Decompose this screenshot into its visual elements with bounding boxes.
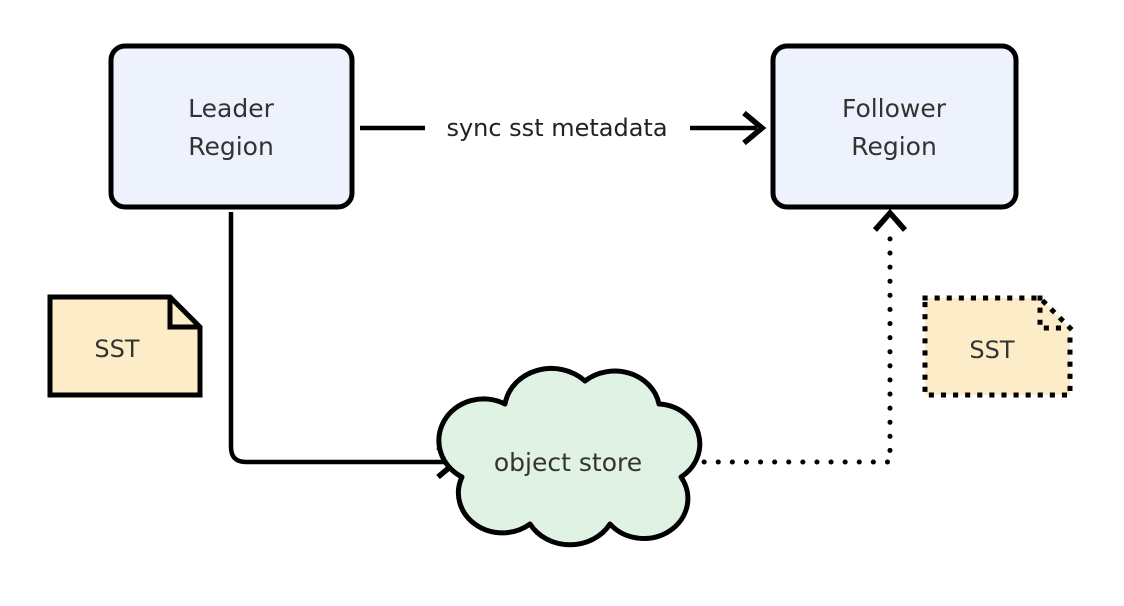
object-store-label: object store — [494, 448, 642, 477]
edge-object-store-to-follower-path — [687, 225, 893, 465]
sst-source-document-shape[interactable] — [47, 294, 203, 398]
sst-source-label: SST — [94, 335, 139, 363]
edge-object-store-to-follower — [687, 208, 908, 465]
edge-label-sync-sst-metadata: sync sst metadata — [446, 114, 667, 142]
leader-region-label-line2: Region — [188, 132, 274, 161]
edge-leader-to-follower-arrowhead — [742, 110, 767, 146]
sst-replica-label: SST — [969, 336, 1014, 364]
edge-leader-to-follower: sync sst metadata — [360, 110, 767, 146]
object-store-cloud-shape[interactable] — [436, 365, 703, 548]
sst-replica-document-shape[interactable] — [922, 295, 1073, 398]
follower-region-label-line2: Region — [851, 132, 937, 161]
edge-leader-to-object-store-path — [228, 212, 451, 465]
sst-replica-fold-corner-icon — [1037, 295, 1073, 331]
node-sst-source[interactable]: SST — [47, 294, 203, 398]
node-follower-region[interactable]: Follower Region — [770, 43, 1019, 210]
edge-leader-to-object-store — [228, 212, 461, 480]
node-object-store[interactable]: object store — [436, 365, 703, 548]
node-sst-replica[interactable]: SST — [922, 295, 1073, 398]
node-leader-region[interactable]: Leader Region — [108, 43, 355, 210]
leader-region-box[interactable] — [108, 43, 355, 210]
follower-region-box[interactable] — [770, 43, 1019, 210]
leader-region-label-line1: Leader — [188, 94, 274, 123]
edge-object-store-to-follower-arrowhead — [872, 208, 908, 232]
follower-region-label-line1: Follower — [842, 94, 947, 123]
sst-source-fold-corner-icon — [167, 297, 200, 330]
